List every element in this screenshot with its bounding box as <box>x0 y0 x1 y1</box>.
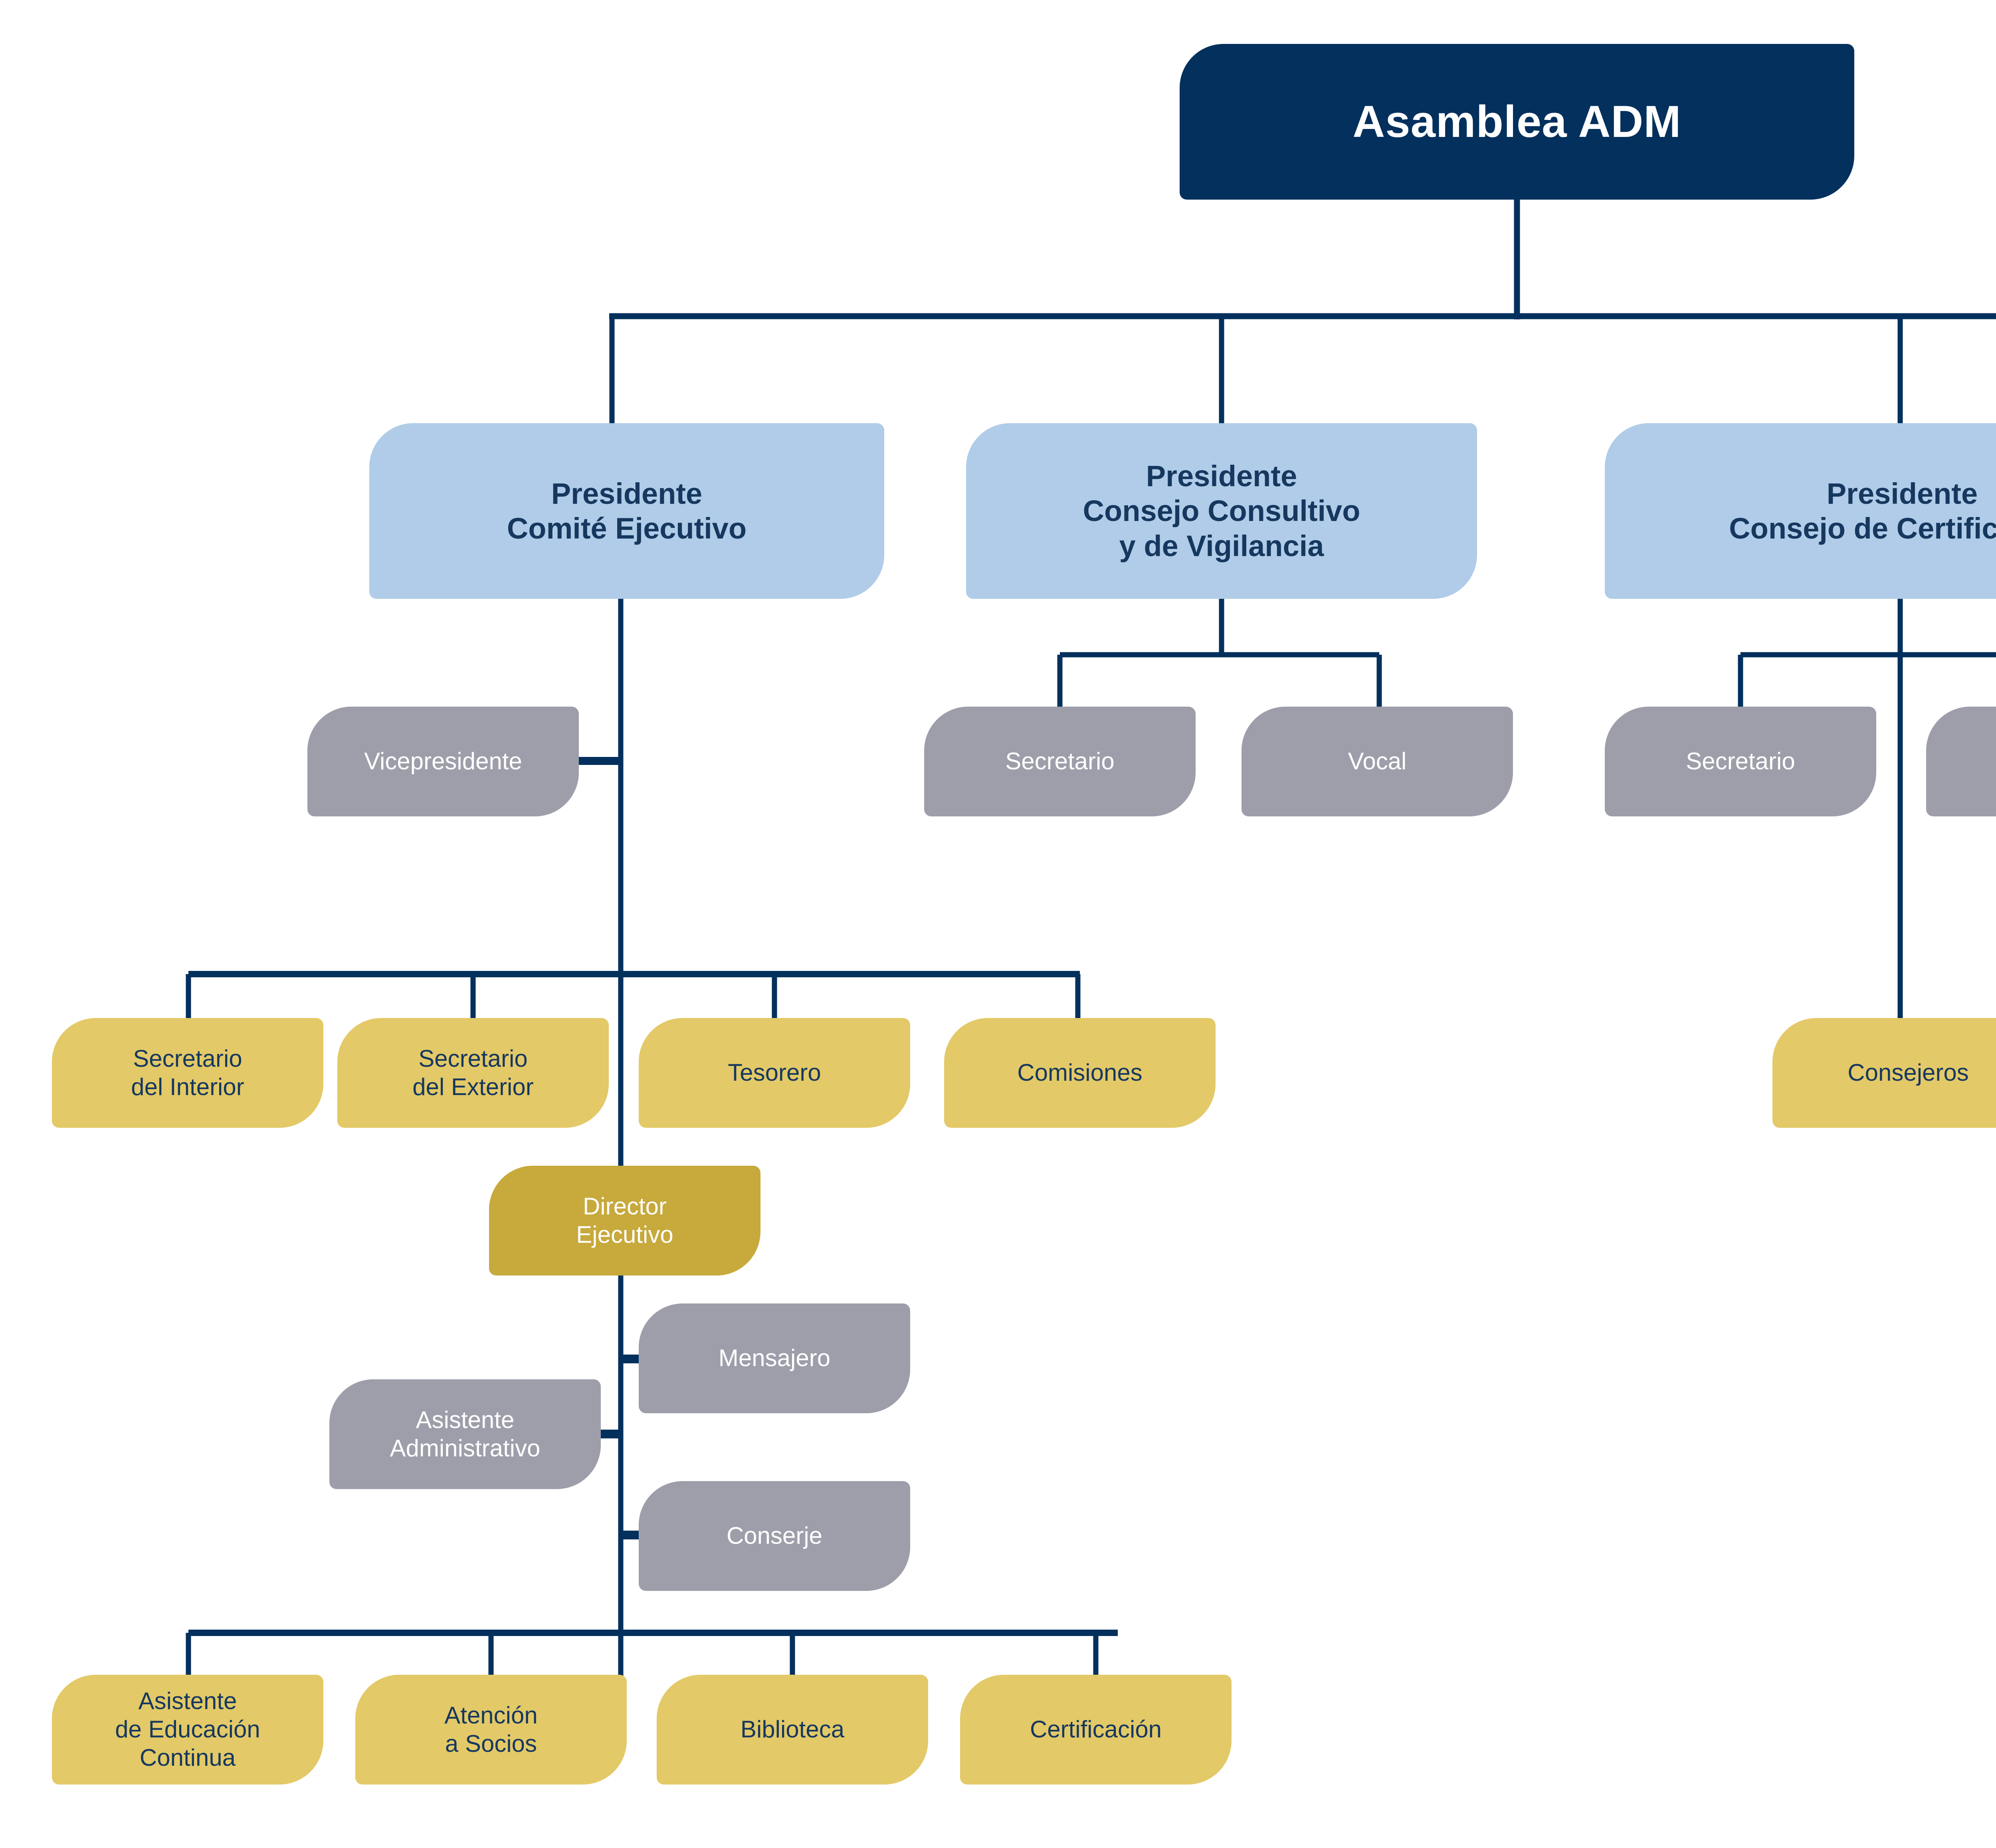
node-director-ejecutivo[interactable]: Director Ejecutivo <box>489 1166 760 1276</box>
node-comisiones[interactable]: Comisiones <box>944 1018 1216 1128</box>
node-conserje[interactable]: Conserje <box>639 1481 910 1591</box>
node-asistente-educacion-continua[interactable]: Asistente de Educación Continua <box>52 1675 323 1785</box>
node-consejeros[interactable]: Consejeros <box>1772 1018 1996 1128</box>
node-consejo-consultivo-vocal[interactable]: Vocal <box>1242 707 1513 816</box>
node-presidente-comite-ejecutivo[interactable]: Presidente Comité Ejecutivo <box>369 423 884 599</box>
node-consejo-consultivo-secretario[interactable]: Secretario <box>924 707 1196 816</box>
node-presidente-consejo-consultivo[interactable]: Presidente Consejo Consultivo y de Vigil… <box>966 423 1477 599</box>
node-vicepresidente[interactable]: Vicepresidente <box>307 707 579 816</box>
node-atencion-a-socios[interactable]: Atención a Socios <box>355 1675 627 1785</box>
node-asistente-administrativo[interactable]: Asistente Administrativo <box>329 1379 601 1489</box>
node-secretario-del-interior[interactable]: Secretario del Interior <box>52 1018 323 1128</box>
node-mensajero[interactable]: Mensajero <box>639 1303 910 1413</box>
node-certificacion-secretario[interactable]: Secretario <box>1605 707 1876 816</box>
node-certificacion-area[interactable]: Certificación <box>960 1675 1232 1785</box>
node-comite-tesorero[interactable]: Tesorero <box>639 1018 910 1128</box>
node-secretario-del-exterior[interactable]: Secretario del Exterior <box>337 1018 609 1128</box>
node-certificacion-tesorero[interactable]: Tesorero <box>1926 707 1996 816</box>
node-asamblea-adm[interactable]: Asamblea ADM <box>1180 44 1854 200</box>
node-biblioteca[interactable]: Biblioteca <box>657 1675 928 1785</box>
node-presidente-consejo-certificacion[interactable]: Presidente Consejo de Certificación <box>1605 423 1996 599</box>
